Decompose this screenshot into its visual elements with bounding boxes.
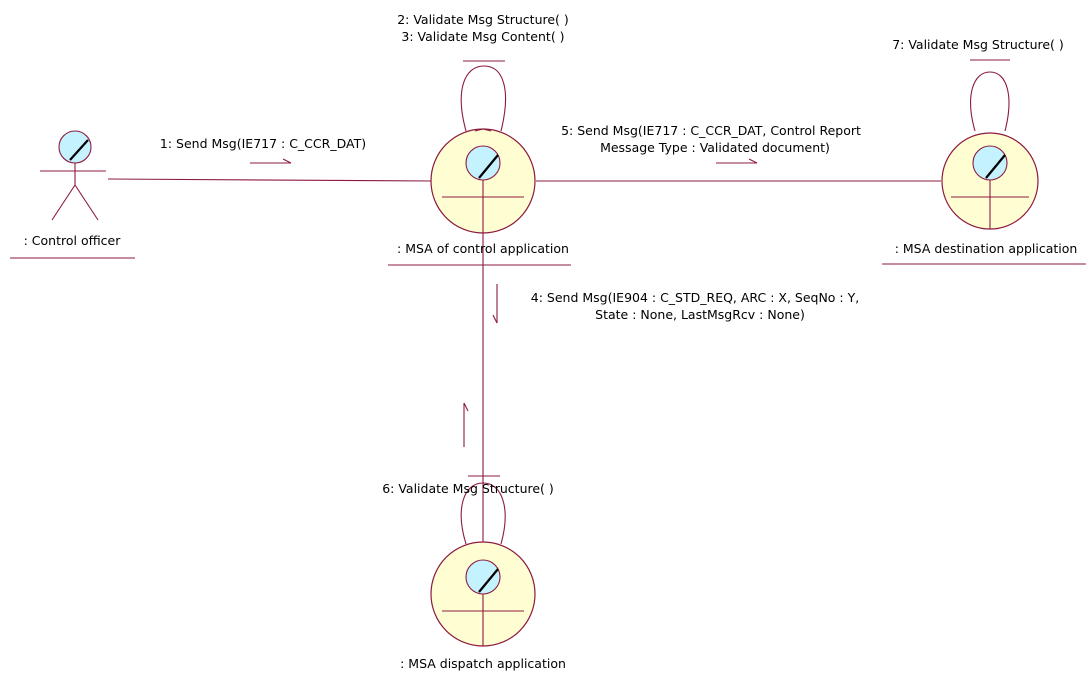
message-1: 1: Send Msg(IE717 : C_CCR_DAT) [160, 136, 366, 151]
message-4-line1: 4: Send Msg(IE904 : C_STD_REQ, ARC : X, … [531, 290, 859, 305]
dispatch-needle [478, 568, 499, 593]
object-msa-destination[interactable]: : MSA destination application [882, 59, 1086, 265]
arrow-m4 [492, 284, 498, 324]
self-loop-destination [970, 71, 1010, 132]
actor-leg-left [51, 184, 76, 221]
arrow-m6 [463, 402, 469, 447]
destination-label: : MSA destination application [895, 241, 1078, 256]
message-5-line1: 5: Send Msg(IE717 : C_CCR_DAT, Control R… [561, 123, 861, 138]
message-6: 6: Validate Msg Structure( ) [382, 481, 554, 496]
message-3: 3: Validate Msg Content( ) [401, 29, 564, 44]
actor-label: : Control officer [24, 233, 122, 248]
self-loop-control [460, 65, 507, 132]
control-head [465, 145, 501, 181]
actor-control-officer[interactable]: : Control officer [10, 130, 135, 259]
destination-needle [985, 154, 1006, 179]
actor-head [58, 130, 92, 164]
control-arrow-tick-left [474, 128, 484, 132]
control-label: : MSA of control application [397, 241, 569, 256]
arrow-m1 [250, 158, 292, 164]
message-5-line2: Message Type : Validated document) [600, 140, 830, 155]
object-msa-control[interactable]: : MSA of control application [388, 60, 571, 266]
self-loop-dispatch [460, 482, 506, 545]
control-arrow-tick-right [482, 128, 492, 132]
actor-leg-right [74, 184, 99, 221]
object-msa-dispatch[interactable]: : MSA dispatch application [400, 475, 566, 671]
message-7: 7: Validate Msg Structure( ) [892, 37, 1064, 52]
message-4-line2: State : None, LastMsgRcv : None) [595, 307, 805, 322]
arrow-m5 [716, 158, 758, 164]
destination-head [972, 145, 1008, 181]
dispatch-label: : MSA dispatch application [400, 656, 566, 671]
control-needle [478, 154, 499, 179]
link-officer-control [107, 178, 434, 182]
message-2: 2: Validate Msg Structure( ) [397, 12, 569, 27]
dispatch-head [465, 559, 501, 595]
actor-head-needle [69, 139, 89, 161]
